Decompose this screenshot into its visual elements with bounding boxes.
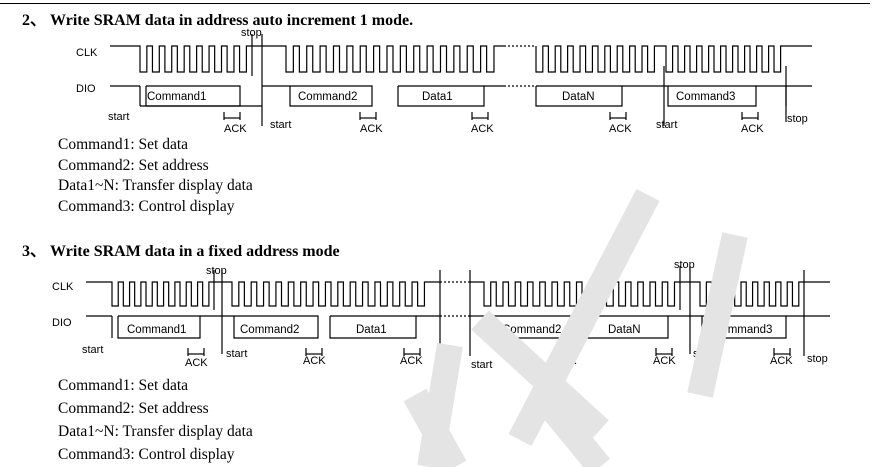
ack-label: ACK — [770, 355, 793, 367]
legend-auto-increment: Command1: Set data Command2: Set address… — [58, 135, 253, 217]
timing-diagram-auto-increment: CLK DIO Command1 Command2 Data1 DataN Co… — [76, 27, 812, 135]
start-label: start — [693, 348, 714, 360]
ack-label: ACK — [303, 355, 326, 367]
legend-command1: Command1: Set data — [58, 136, 189, 153]
section-heading-auto-increment: 2、 Write SRAM data in address auto incre… — [22, 12, 414, 29]
clk-waveform — [110, 45, 812, 73]
dio-data-block — [535, 85, 623, 107]
clk-signal-label: CLK — [76, 47, 98, 59]
ack-label: ACK — [609, 123, 632, 135]
legend-command3: Command3: Control display — [58, 446, 235, 463]
clk-segment — [86, 281, 222, 307]
clk-segment — [262, 45, 504, 73]
block-data1: Data1 — [356, 324, 387, 336]
start-label: start — [82, 344, 103, 356]
start-label: start — [471, 359, 492, 371]
clk-segment — [535, 45, 664, 73]
stop-label: stop — [437, 359, 458, 371]
block-command1: Command1 — [127, 324, 186, 336]
start-label: start — [656, 119, 677, 131]
ack-label: ACK — [554, 355, 577, 367]
clk-signal-label: CLK — [52, 281, 74, 293]
ack-label: ACK — [653, 355, 676, 367]
stop-label: stop — [807, 353, 828, 365]
clk-segment — [664, 45, 812, 73]
legend-command3: Command3: Control display — [58, 197, 235, 215]
legend-fixed-address: Command1: Set data Command2: Set address… — [58, 374, 253, 466]
clk-segment — [470, 281, 690, 307]
ack-label: ACK — [224, 123, 247, 135]
block-datan: DataN — [562, 91, 595, 103]
dio-data-block — [289, 85, 373, 107]
dio-waveform — [110, 85, 812, 107]
block-command2: Command2 — [240, 324, 299, 336]
dio-signal-label: DIO — [52, 317, 72, 329]
legend-command2: Command2: Set address — [58, 400, 209, 417]
ack-label: ACK — [360, 123, 383, 135]
ack-markers — [223, 34, 787, 126]
block-command2: Command2 — [502, 324, 561, 336]
clk-segment — [110, 45, 262, 73]
legend-command1: Command1: Set data — [58, 377, 189, 394]
clk-segment — [690, 281, 830, 307]
block-datan: DataN — [608, 324, 641, 336]
top-rule — [0, 3, 870, 4]
start-label: start — [226, 348, 247, 360]
clk-segment — [222, 281, 440, 307]
timing-diagram-fixed-address: CLK DIO Command1 Command2 Data1 Command2… — [52, 259, 830, 371]
start-label: start — [270, 119, 291, 131]
dio-data-block — [329, 315, 417, 339]
ack-markers — [187, 266, 805, 356]
legend-command2: Command2: Set address — [58, 156, 209, 174]
stop-label: stop — [206, 265, 227, 277]
stop-label: stop — [674, 259, 695, 271]
dio-data-block — [667, 85, 757, 107]
ack-label: ACK — [400, 355, 423, 367]
dio-data-block — [397, 85, 485, 107]
block-command2: Command2 — [298, 91, 357, 103]
stop-label: stop — [787, 113, 808, 125]
ack-label: ACK — [471, 123, 494, 135]
stop-label: stop — [241, 27, 262, 39]
section-heading-fixed-address: 3、 Write SRAM data in a fixed address mo… — [22, 243, 340, 260]
block-data1: Data1 — [422, 91, 453, 103]
legend-data: Data1~N: Transfer display data — [58, 423, 253, 440]
dio-data-block — [117, 315, 201, 339]
dio-data-block — [233, 315, 319, 339]
dio-data-block — [145, 85, 241, 107]
clk-waveform — [86, 281, 830, 307]
dio-signal-label: DIO — [76, 83, 96, 95]
legend-data: Data1~N: Transfer display data — [58, 177, 253, 194]
ack-label: ACK — [185, 357, 208, 369]
block-command3: Command3 — [676, 91, 735, 103]
block-command3: Command3 — [713, 324, 772, 336]
ack-label: ACK — [741, 123, 764, 135]
start-label: start — [108, 111, 129, 123]
block-command1: Command1 — [147, 91, 206, 103]
